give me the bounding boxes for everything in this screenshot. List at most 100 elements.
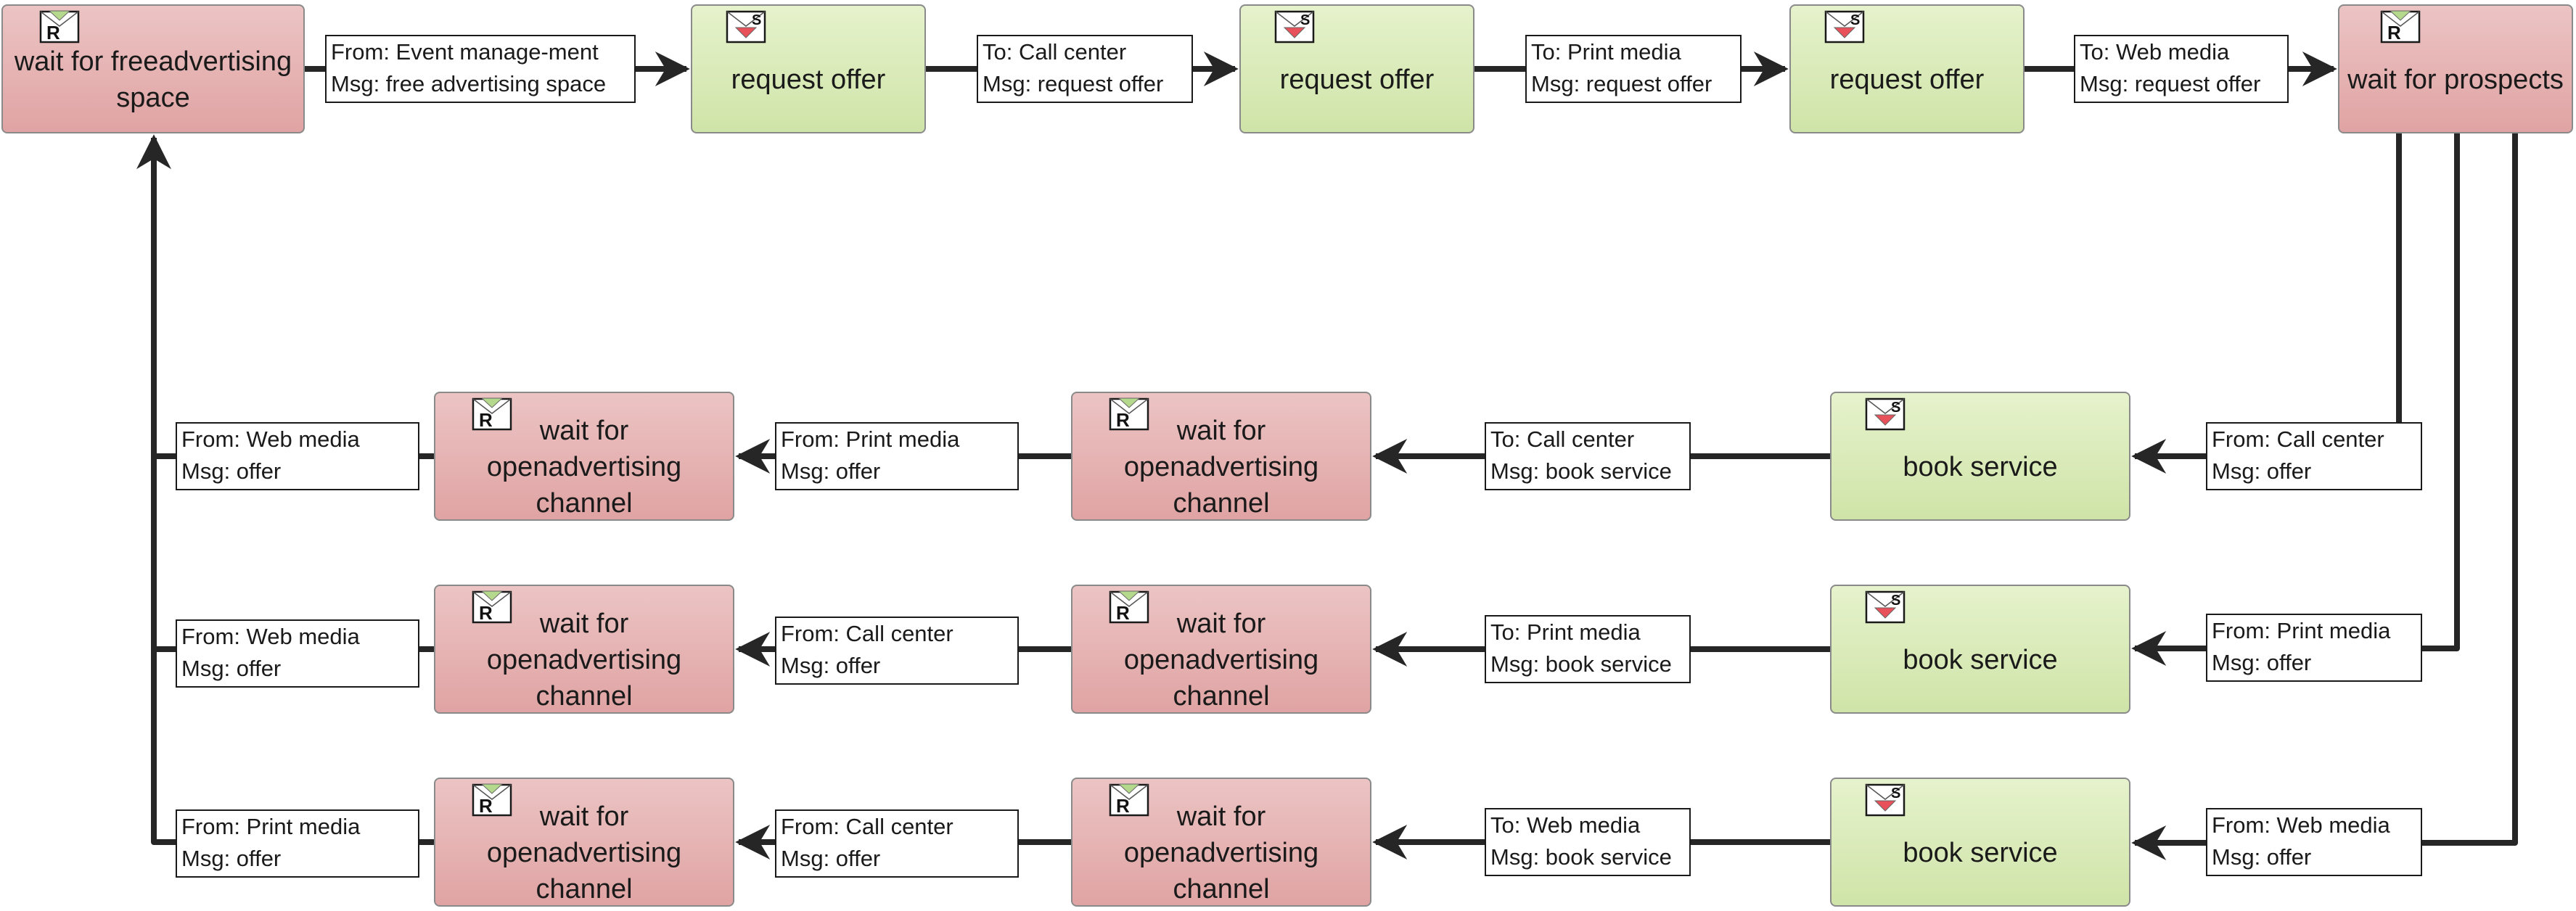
message-sender: From: Call center — [781, 814, 953, 839]
node-label-line: advertising channel — [536, 838, 682, 904]
node-label-line: advertising channel — [536, 645, 682, 712]
message-content: Msg: request offer — [983, 71, 1164, 96]
message-label-from-web-media: From: Web media Msg: offer — [2206, 808, 2422, 876]
message-sender: From: Call center — [781, 621, 953, 646]
node-label-line: book service — [1903, 838, 2058, 868]
message-label-from-call-center: From: Call center Msg: offer — [775, 809, 1019, 878]
message-sender: From: Call center — [2212, 426, 2384, 452]
node-label-line: request offer — [1829, 65, 1985, 95]
svg-text:R: R — [46, 22, 60, 44]
message-sender: From: Event manage-ment — [331, 39, 599, 65]
message-content: Msg: offer — [181, 656, 282, 681]
message-content: Msg: book service — [1490, 844, 1672, 870]
message-label-to-call-center: To: Call center Msg: request offer — [977, 35, 1193, 103]
receive-message-icon: R — [1109, 783, 1149, 817]
node-label: wait for openadvertising channel — [1072, 391, 1370, 522]
node-wait-for-open-channel[interactable]: R wait for openadvertising channel — [434, 585, 734, 714]
send-message-icon: S — [726, 10, 766, 44]
svg-text:R: R — [479, 795, 493, 817]
node-wait-for-open-channel[interactable]: R wait for openadvertising channel — [434, 778, 734, 907]
message-content: Msg: offer — [2212, 844, 2312, 870]
node-wait-for-free-advertising-space[interactable]: R wait for freeadvertising space — [1, 4, 305, 133]
node-book-service-call-center[interactable]: S book service — [1830, 392, 2130, 521]
node-label-line: wait for open — [486, 609, 629, 675]
receive-message-icon: R — [39, 10, 80, 44]
message-sender: From: Print media — [781, 426, 960, 452]
svg-text:S: S — [752, 12, 761, 28]
message-content: Msg: book service — [1490, 458, 1672, 484]
message-recipient: To: Web media — [1490, 812, 1641, 838]
receive-message-icon: R — [2380, 10, 2421, 44]
node-wait-for-open-channel[interactable]: R wait for openadvertising channel — [1071, 585, 1371, 714]
send-message-icon: S — [1274, 10, 1315, 44]
node-label: book service — [1897, 427, 2063, 485]
svg-text:R: R — [2387, 22, 2401, 44]
node-wait-for-open-channel[interactable]: R wait for openadvertising channel — [1071, 392, 1371, 521]
node-wait-for-open-channel[interactable]: R wait for openadvertising channel — [1071, 778, 1371, 907]
message-label-from-call-center: From: Call center Msg: offer — [775, 617, 1019, 685]
svg-text:R: R — [479, 409, 493, 431]
send-message-icon: S — [1824, 10, 1865, 44]
message-label-event-management: From: Event manage-ment Msg: free advert… — [325, 35, 636, 103]
svg-text:R: R — [479, 602, 493, 624]
message-sender: From: Print media — [2212, 618, 2391, 643]
node-request-offer-call-center[interactable]: S request offer — [691, 4, 926, 133]
node-label-line: advertising channel — [1173, 452, 1319, 519]
message-label-to-web-media-book: To: Web media Msg: book service — [1485, 808, 1691, 876]
message-sender: From: Web media — [181, 624, 360, 649]
message-content: Msg: offer — [2212, 650, 2312, 675]
node-wait-for-open-channel[interactable]: R wait for openadvertising channel — [434, 392, 734, 521]
message-content: Msg: offer — [781, 458, 881, 484]
node-label-line: wait for free — [14, 46, 159, 77]
svg-text:R: R — [1116, 602, 1130, 624]
node-label-line: wait for open — [1123, 801, 1266, 868]
node-book-service-print-media[interactable]: S book service — [1830, 585, 2130, 714]
node-label: wait for openadvertising channel — [1072, 584, 1370, 714]
message-label-from-print-media: From: Print media Msg: offer — [2206, 614, 2422, 682]
message-label-from-call-center: From: Call center Msg: offer — [2206, 422, 2422, 490]
svg-text:S: S — [1891, 593, 1900, 609]
svg-text:S: S — [1850, 12, 1860, 28]
svg-text:S: S — [1300, 12, 1310, 28]
message-content: Msg: book service — [1490, 651, 1672, 677]
node-label: request offer — [1824, 40, 1990, 98]
connector-line — [2396, 133, 2422, 459]
message-sender: From: Print media — [181, 814, 361, 839]
node-request-offer-web-media[interactable]: S request offer — [1789, 4, 2025, 133]
node-label: wait for prospects — [2342, 40, 2569, 98]
receive-message-icon: R — [1109, 590, 1149, 624]
node-label-line: advertising space — [116, 46, 292, 113]
connector-arrow — [136, 134, 176, 845]
svg-text:S: S — [1891, 400, 1900, 416]
receive-message-icon: R — [472, 590, 512, 624]
node-label-line: book service — [1903, 452, 2058, 482]
message-label-to-web-media: To: Web media Msg: request offer — [2074, 35, 2289, 103]
node-request-offer-print-media[interactable]: S request offer — [1239, 4, 1474, 133]
message-recipient: To: Call center — [983, 39, 1127, 65]
receive-message-icon: R — [472, 397, 512, 431]
node-label-line: book service — [1903, 645, 2058, 675]
node-wait-for-prospects[interactable]: R wait for prospects — [2338, 4, 2573, 133]
send-message-icon: S — [1865, 397, 1906, 431]
node-label: wait for openadvertising channel — [435, 584, 733, 714]
message-content: Msg: offer — [781, 846, 881, 871]
message-content: Msg: offer — [181, 458, 282, 484]
node-label-line: wait for open — [486, 416, 629, 482]
message-content: Msg: request offer — [1531, 71, 1712, 96]
node-label: book service — [1897, 813, 2063, 871]
message-sender: From: Web media — [181, 426, 360, 452]
node-label: wait for freeadvertising space — [3, 22, 303, 116]
message-recipient: To: Call center — [1490, 426, 1635, 452]
message-label-to-print-media-book: To: Print media Msg: book service — [1485, 615, 1691, 683]
node-label-line: wait for prospects — [2347, 65, 2564, 95]
message-content: Msg: offer — [781, 653, 881, 678]
message-content: Msg: offer — [2212, 458, 2312, 484]
message-sender: From: Web media — [2212, 812, 2390, 838]
node-book-service-web-media[interactable]: S book service — [1830, 778, 2130, 907]
svg-text:R: R — [1116, 409, 1130, 431]
message-label-from-web-media: From: Web media Msg: offer — [176, 619, 419, 688]
node-label-line: request offer — [1279, 65, 1435, 95]
node-label-line: request offer — [731, 65, 886, 95]
svg-text:S: S — [1891, 786, 1900, 801]
